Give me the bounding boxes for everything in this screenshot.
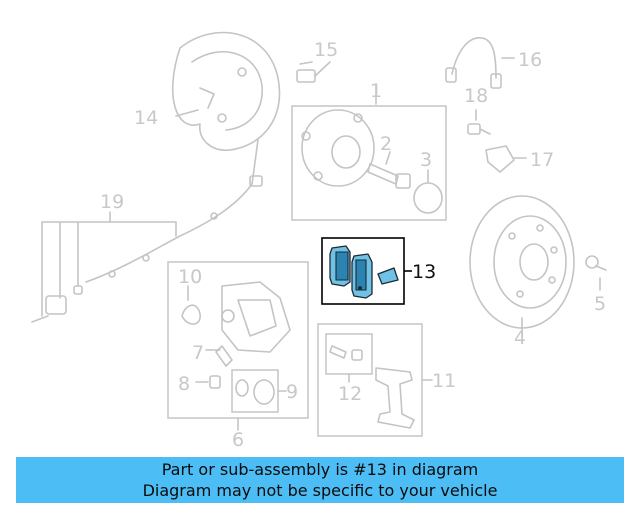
part-6-caliper-group: 6 10 7 8 9 xyxy=(167,261,309,451)
callout-8: 8 xyxy=(178,373,190,395)
banner-line-2: Diagram may not be specific to your vehi… xyxy=(142,481,498,500)
caption-banner: Part or sub-assembly is #13 in diagram D… xyxy=(16,457,624,503)
callout-13: 13 xyxy=(412,261,436,283)
callout-5: 5 xyxy=(594,293,606,315)
part-5-screw: 5 xyxy=(585,255,607,315)
callout-6: 6 xyxy=(232,429,244,451)
part-11-carrier-group: 11 12 xyxy=(317,323,456,437)
part-18-bleeder: 18 xyxy=(464,85,491,135)
part-17-bracket: 17 xyxy=(485,145,554,173)
part-16-brake-hose: 16 xyxy=(445,37,542,89)
part-1-hub-group: 1 2 3 xyxy=(291,80,447,221)
callout-7: 7 xyxy=(192,342,204,364)
callout-15: 15 xyxy=(314,39,338,61)
part-13-brake-pad-kit: 13 xyxy=(321,237,436,305)
callout-16: 16 xyxy=(518,49,542,71)
part-14-backing-plate: 14 xyxy=(134,31,281,151)
callout-18: 18 xyxy=(464,85,488,107)
callout-17: 17 xyxy=(530,149,554,171)
callout-4: 4 xyxy=(514,327,526,349)
callout-19: 19 xyxy=(100,191,124,213)
part-15-bolt: 15 xyxy=(296,39,338,83)
callout-2: 2 xyxy=(380,133,392,155)
part-4-rotor: 4 xyxy=(469,195,575,349)
callout-1: 1 xyxy=(370,80,382,102)
callout-11: 11 xyxy=(432,370,456,392)
callout-9: 9 xyxy=(286,381,298,403)
callout-14: 14 xyxy=(134,107,158,129)
callout-12: 12 xyxy=(338,383,362,405)
part-19-sensor-wiring: 19 xyxy=(31,139,263,323)
callout-3: 3 xyxy=(420,149,432,171)
banner-line-1: Part or sub-assembly is #13 in diagram xyxy=(161,460,479,479)
callout-10: 10 xyxy=(178,266,202,288)
